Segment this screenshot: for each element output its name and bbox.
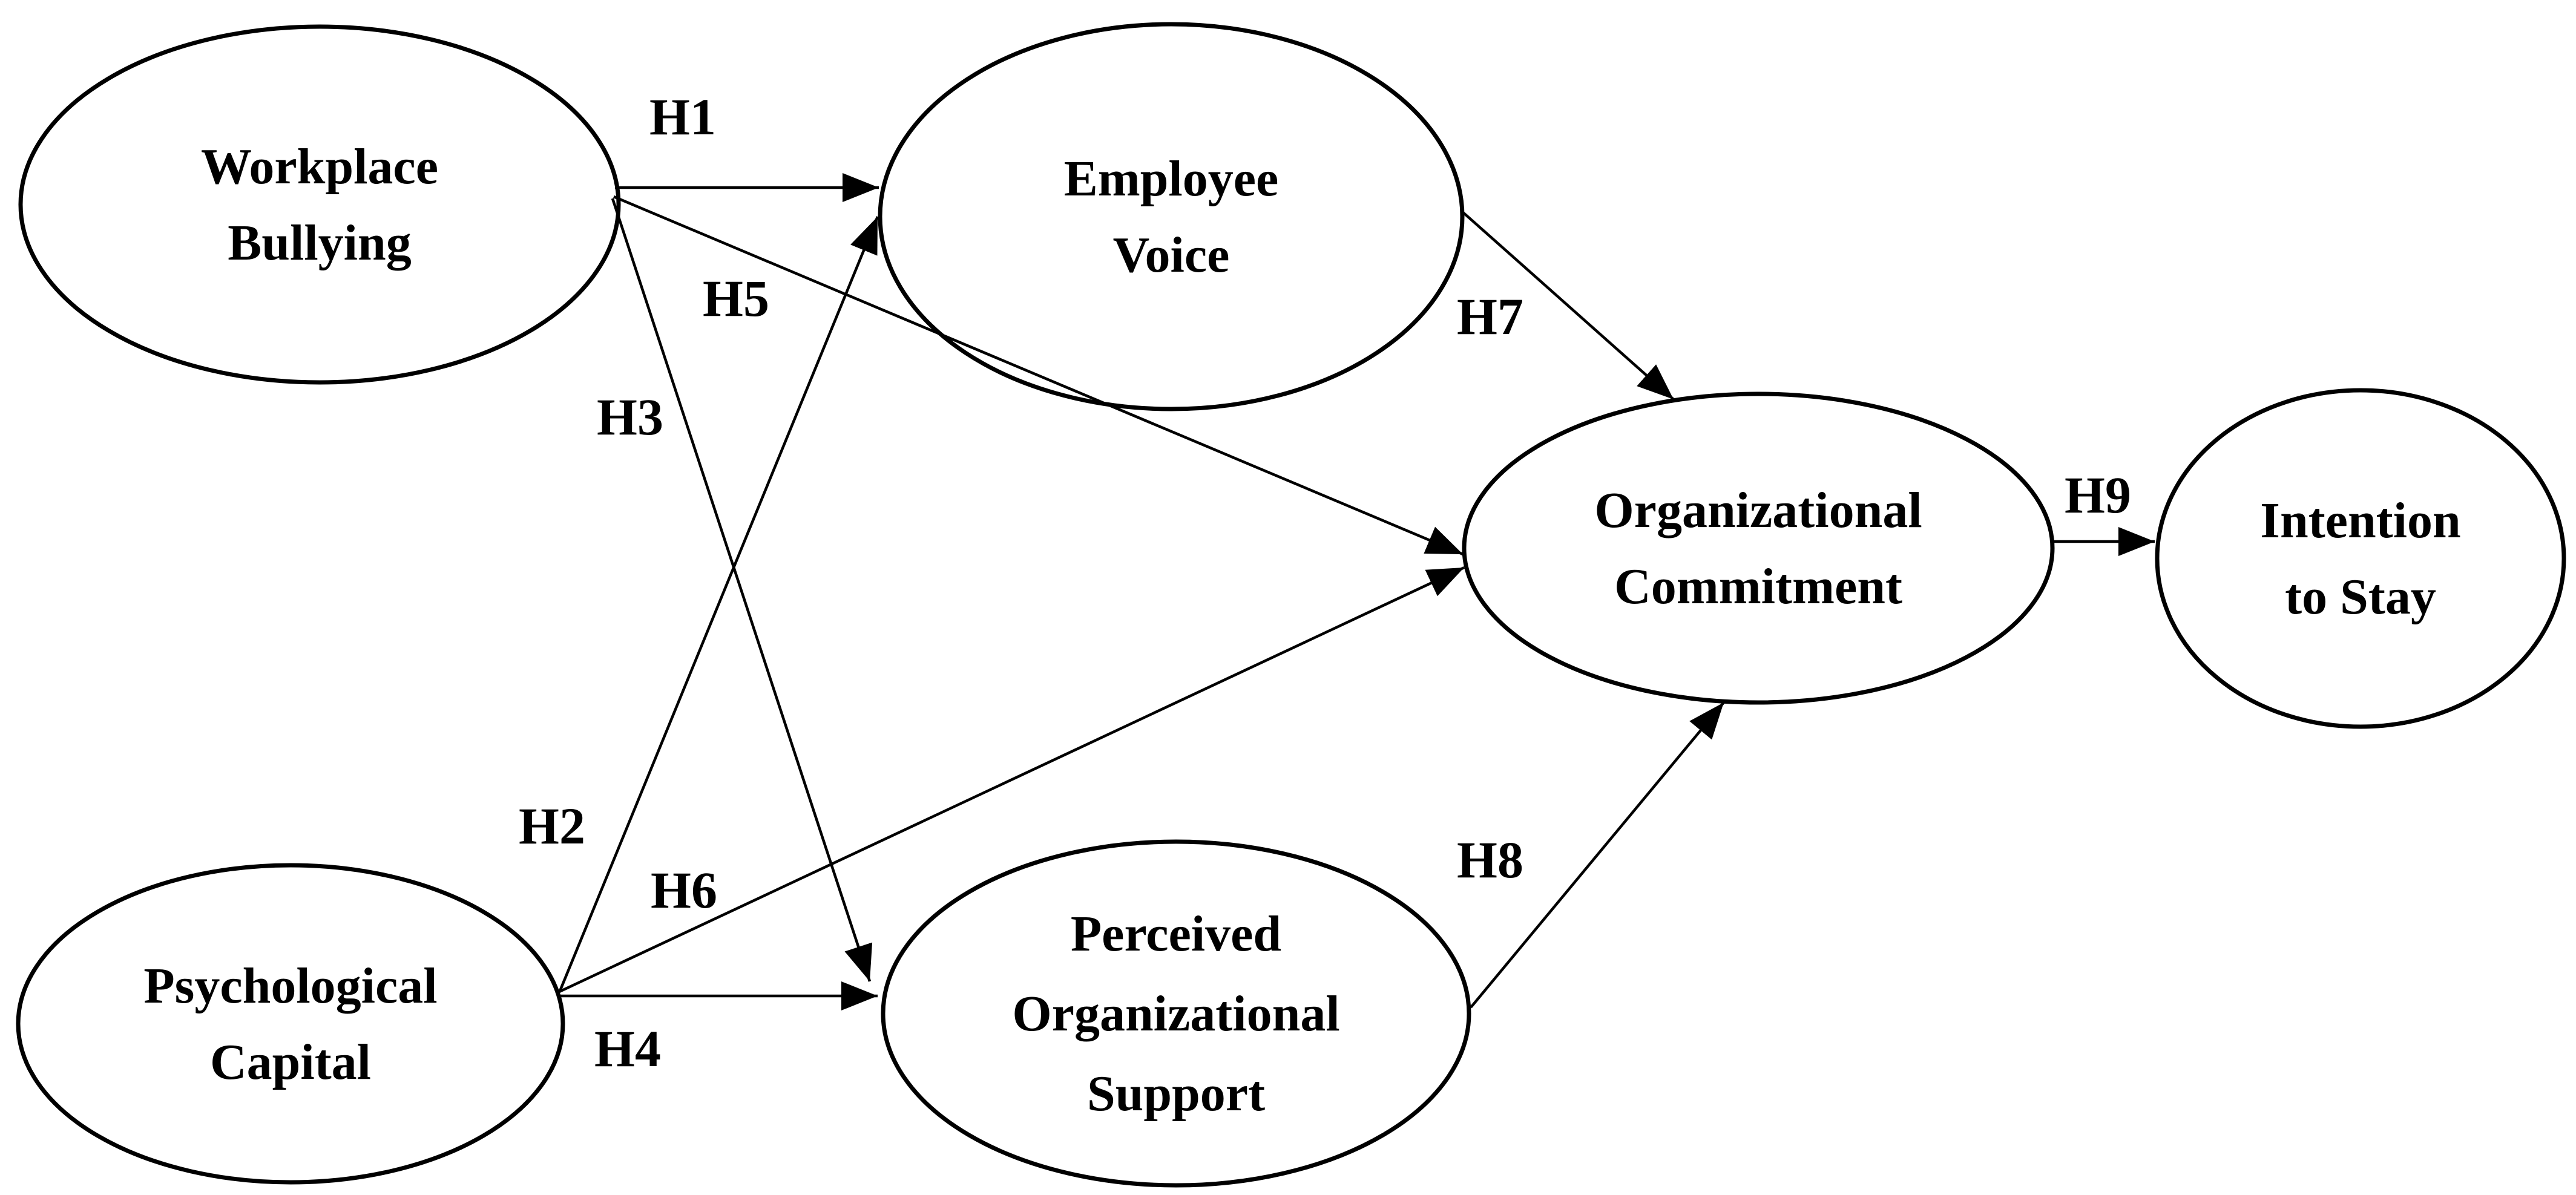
node-ellipse-psychological-capital <box>16 863 565 1185</box>
hypothesis-label-h7: H7 <box>1457 287 1523 345</box>
node-label-perceived-organizational-support-line1: Perceived <box>1071 906 1281 962</box>
arrow-h3-wb-to-pos <box>611 198 873 982</box>
node-label-intention-to-stay-line2: to Stay <box>2285 569 2436 625</box>
node-ellipse-perceived-organizational-support <box>881 839 1471 1188</box>
node-label-perceived-organizational-support-line2: Organizational <box>1012 986 1339 1042</box>
arrow-h6-pc-to-oc <box>557 566 1465 994</box>
node-label-employee-voice-line1: Employee <box>1064 151 1279 207</box>
hypothesis-label-h4: H4 <box>594 1020 661 1078</box>
hypothesis-label-h5: H5 <box>703 269 769 327</box>
node-label-intention-to-stay-line1: Intention <box>2260 493 2460 549</box>
hypothesis-label-h9: H9 <box>2065 466 2131 524</box>
node-label-workplace-bullying-line2: Bullying <box>228 215 411 271</box>
hypothesis-label-h2: H2 <box>519 797 585 855</box>
hypothesis-label-h3: H3 <box>597 388 663 446</box>
hypothesis-label-h6: H6 <box>651 861 717 919</box>
arrow-h8-pos-to-oc <box>1470 701 1725 1009</box>
node-label-psychological-capital-line1: Psychological <box>143 958 437 1014</box>
node-label-organizational-commitment-line2: Commitment <box>1614 558 1902 615</box>
node-label-workplace-bullying-line1: Workplace <box>201 139 438 195</box>
node-ellipse-intention-to-stay <box>2155 388 2566 729</box>
arrow-h5-wb-to-oc <box>613 195 1464 556</box>
hypothesis-label-h8: H8 <box>1457 831 1523 889</box>
node-ellipse-workplace-bullying <box>18 24 621 385</box>
node-label-organizational-commitment-line1: Organizational <box>1594 482 1922 539</box>
hypothesis-label-h1: H1 <box>649 88 716 146</box>
node-label-employee-voice-line2: Voice <box>1113 227 1230 283</box>
node-label-perceived-organizational-support-line3: Support <box>1087 1066 1265 1122</box>
node-label-psychological-capital-line2: Capital <box>210 1034 371 1090</box>
node-ellipse-employee-voice <box>878 22 1465 411</box>
arrow-h7-ev-to-oc <box>1461 211 1675 401</box>
arrow-h2-pc-to-ev <box>558 216 879 992</box>
node-ellipse-organizational-commitment <box>1462 391 2055 705</box>
